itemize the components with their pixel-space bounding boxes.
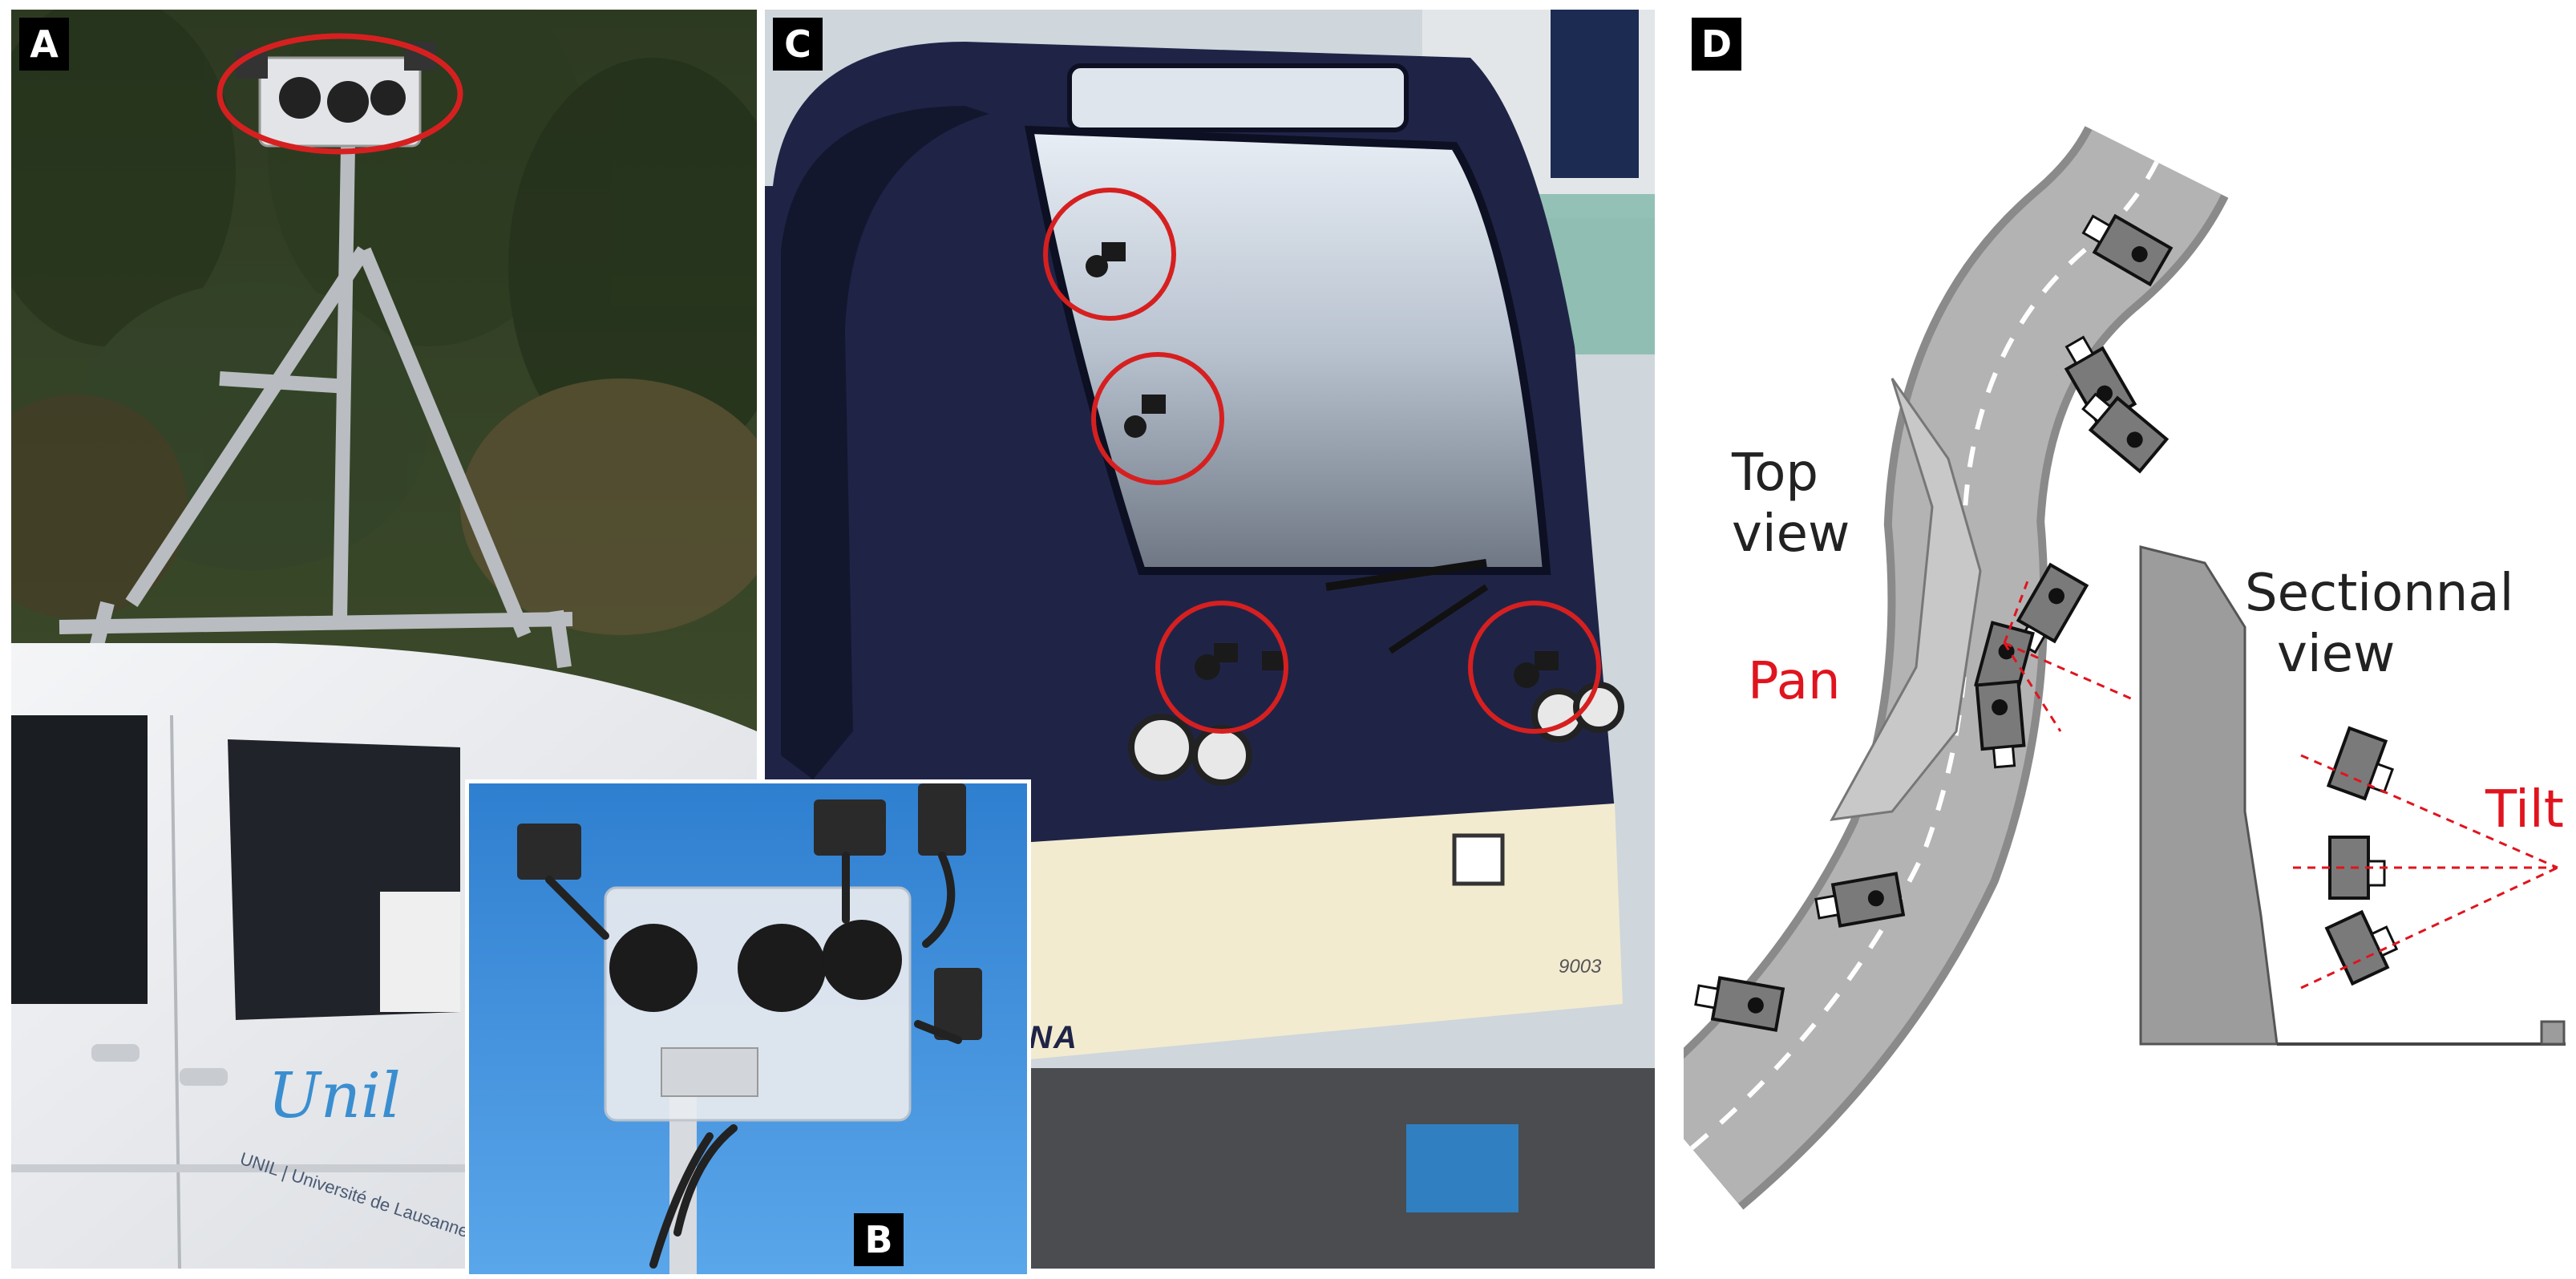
road-cameras [1694,213,2174,1032]
cliff-sectional-view [2139,545,2279,1046]
ground-marker [2540,1020,2566,1046]
road-centerline [1690,160,2159,1151]
tilt-angle-lines [2293,754,2558,990]
pan-tilt-diagram [1684,124,2566,1210]
van-window-front [11,715,148,1004]
mount-plate [661,1047,758,1097]
door-handle [91,1044,140,1062]
camera-arms [545,852,962,1269]
panel-b-camera-rig-inset: B [465,779,1031,1278]
panel-label-b: B [854,1213,904,1266]
train-windshield [1024,125,1551,575]
train-upper-window [1067,63,1409,132]
train-side [781,106,989,779]
cliff-top-view [1830,378,1982,821]
camera-highlight-circles [1043,188,1601,734]
suction-mounts [609,920,902,1012]
highlight-circle [216,33,463,155]
panel-d-camera-orientation-diagram: Top view Pan Sectionnal view Tilt D [1684,10,2574,1269]
van-logo: Unil [268,1060,401,1132]
panel-label-c: C [773,18,823,71]
camera-lens [279,77,321,119]
panel-label-d: D [1692,18,1741,71]
panel-label-a: A [19,18,69,71]
headlight [1191,725,1252,786]
train-number: 9003 [1559,956,1602,977]
top-view-label-line2: view [1732,504,1850,564]
headlight [1128,714,1195,781]
gopro-cameras [517,783,982,1040]
camera-rig-photo [469,783,1027,1274]
van-camera-mast-photo [11,10,757,1269]
sectional-view-label-line2: view [2277,625,2396,684]
blue-actuator [1406,1124,1519,1212]
tilt-label: Tilt [2485,780,2564,840]
pan-label: Pan [1748,652,1841,711]
sectional-cameras [2324,726,2399,986]
camera-mast-tripod [59,145,573,670]
coupler-plate [1452,833,1505,886]
sectional-view-label-line1: Sectionnal [2245,564,2514,623]
top-view-label-line1: Top [1732,443,1818,503]
panel-a-van-photo: Unil UNIL | Université de Lausanne A [11,10,757,1269]
gopro-mounts [1086,242,1559,688]
wiper [1325,559,1487,591]
camera-lens [327,81,369,123]
door-handle [180,1068,228,1086]
pan-angle-lines [2003,578,2133,732]
camera-lens [370,80,406,115]
building-dark [1551,10,1639,178]
van-mirror [380,892,460,1012]
